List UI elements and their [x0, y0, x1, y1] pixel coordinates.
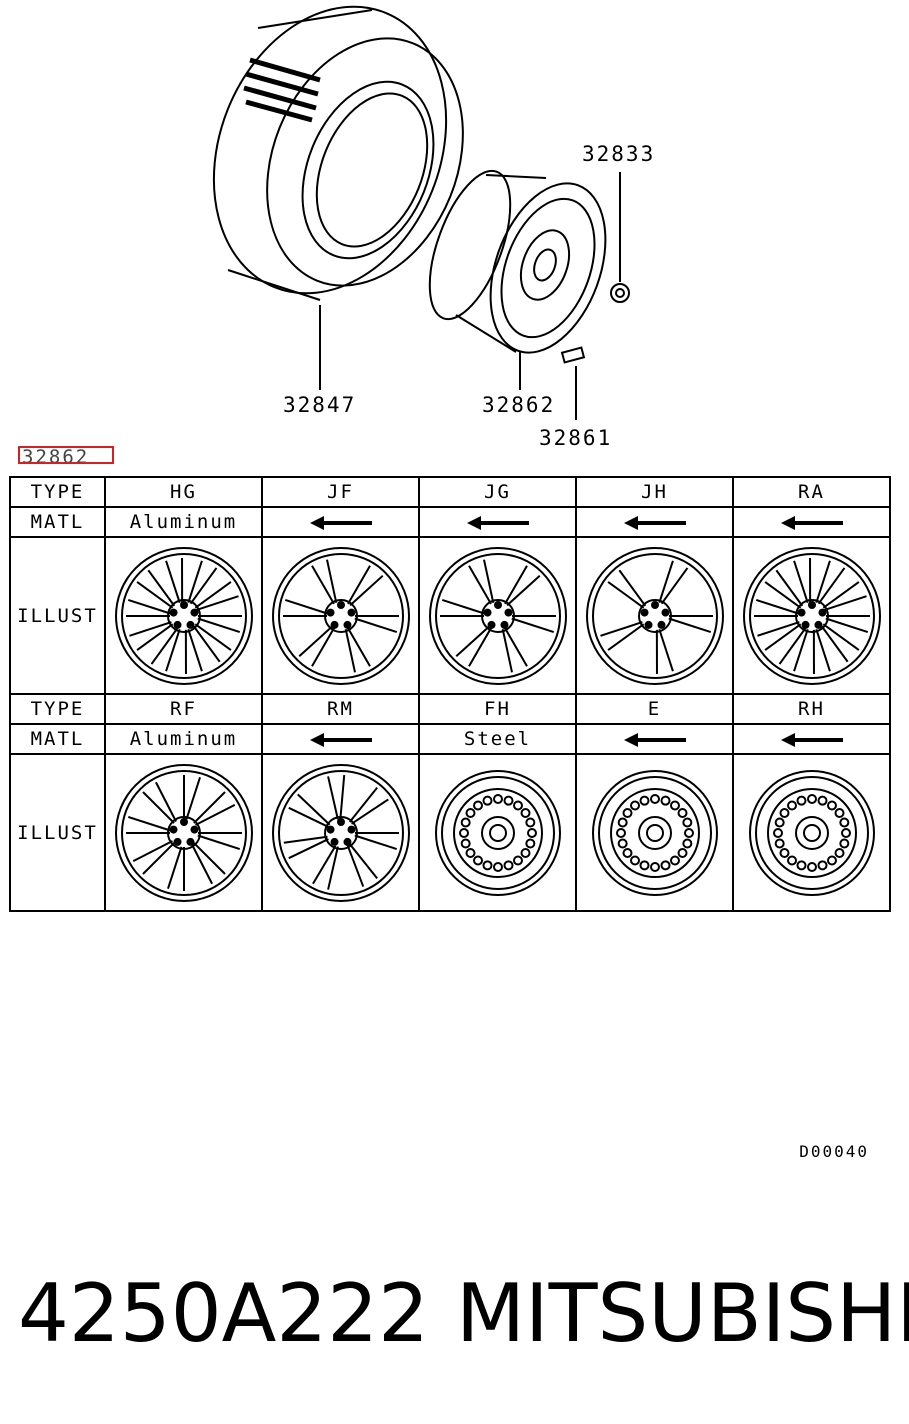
- same-as-left-arrow-icon: [418, 506, 577, 539]
- material-cell: Aluminum: [104, 506, 263, 539]
- split-spoke-wheel-icon: [585, 546, 724, 685]
- left-arrow-icon: [623, 732, 686, 747]
- same-as-left-arrow-icon: [575, 723, 734, 756]
- steel-wheel-icon: [434, 769, 561, 896]
- callout-nut: 32833: [582, 142, 656, 166]
- wheel-illustration-cell: [732, 753, 891, 912]
- wheel-illustration-cell: [575, 536, 734, 695]
- twin-spoke-wheel-icon: [271, 763, 410, 902]
- wheel-illustration-cell: [418, 536, 577, 695]
- left-arrow-icon: [780, 515, 843, 530]
- wheel-type-cell: FH: [418, 692, 577, 726]
- material-cell: Steel: [418, 723, 577, 756]
- wheel-type-cell: JG: [418, 475, 577, 509]
- type-label: TYPE: [9, 475, 106, 509]
- lug-nut-illustration: [610, 283, 630, 303]
- wheel-illustration-cell: [575, 753, 734, 912]
- illust-label: ILLUST: [9, 536, 106, 695]
- brand-name: MITSUBISHI: [456, 1267, 909, 1360]
- left-arrow-icon: [623, 515, 686, 530]
- same-as-left-arrow-icon: [575, 506, 734, 539]
- wheel-type-cell: RM: [261, 692, 420, 726]
- balance-weight-illustration: [560, 346, 586, 364]
- callout-rim: 32862: [482, 393, 556, 417]
- tire-illustration: [212, 5, 464, 301]
- material-cell: Aluminum: [104, 723, 263, 756]
- left-arrow-icon: [309, 732, 372, 747]
- same-as-left-arrow-icon: [261, 723, 420, 756]
- left-arrow-icon: [466, 515, 529, 530]
- wheel-illustration-cell: [261, 753, 420, 912]
- wheel-illustration-cell: [261, 536, 420, 695]
- same-as-left-arrow-icon: [261, 506, 420, 539]
- wheel-type-cell: RA: [732, 475, 891, 509]
- wheel-illustration-cell: [732, 536, 891, 695]
- same-as-left-arrow-icon: [732, 723, 891, 756]
- six-spoke-wheel-icon: [428, 546, 567, 685]
- exploded-wheel-diagram: [212, 5, 630, 420]
- left-arrow-icon: [780, 732, 843, 747]
- wheel-illustration-cell: [418, 753, 577, 912]
- left-arrow-icon: [309, 515, 372, 530]
- type-label: TYPE: [9, 692, 106, 726]
- material-label: MATL: [9, 506, 106, 539]
- mesh-spoke-wheel-icon: [114, 546, 253, 685]
- ten-spoke-wheel-icon: [742, 546, 881, 685]
- wheel-type-cell: HG: [104, 475, 263, 509]
- same-as-left-arrow-icon: [732, 506, 891, 539]
- rim-illustration: [428, 169, 607, 354]
- steel-wheel-icon: [591, 769, 718, 896]
- reference-label[interactable]: 32862: [18, 446, 114, 464]
- wheel-type-cell: JF: [261, 475, 420, 509]
- steel-wheel-icon: [748, 769, 875, 896]
- part-number: 4250A222: [18, 1267, 430, 1360]
- wheel-type-cell: RH: [732, 692, 891, 726]
- six-spoke-wheel-icon: [271, 546, 410, 685]
- wheel-type-cell: E: [575, 692, 734, 726]
- multi-spoke-wheel-icon: [114, 763, 253, 902]
- callout-tire: 32847: [283, 393, 357, 417]
- illust-label: ILLUST: [9, 753, 106, 912]
- wheel-type-cell: JH: [575, 475, 734, 509]
- callout-weight: 32861: [539, 426, 613, 450]
- wheel-illustration-cell: [104, 536, 263, 695]
- diagram-code: D00040: [799, 1142, 869, 1161]
- wheel-illustration-cell: [104, 753, 263, 912]
- wheel-type-cell: RF: [104, 692, 263, 726]
- material-label: MATL: [9, 723, 106, 756]
